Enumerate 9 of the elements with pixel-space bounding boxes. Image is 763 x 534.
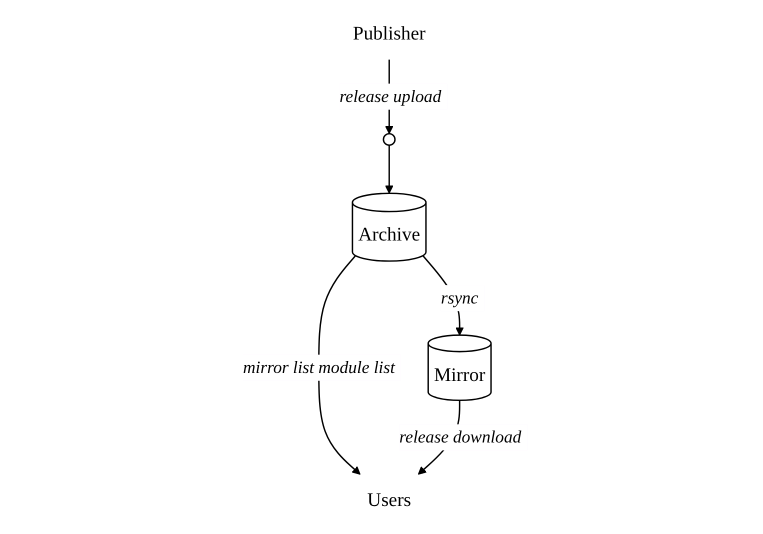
arrow (318, 255, 361, 475)
arrow (384, 145, 394, 194)
node-text: Users (367, 490, 412, 511)
edge-label: release upload (339, 86, 442, 106)
node-text: Publisher (352, 23, 426, 44)
edge-label: release download (399, 427, 522, 446)
edge-label: rsync (440, 288, 478, 308)
node-circle (382, 132, 396, 146)
edge-label: mirror list module list (243, 358, 395, 377)
